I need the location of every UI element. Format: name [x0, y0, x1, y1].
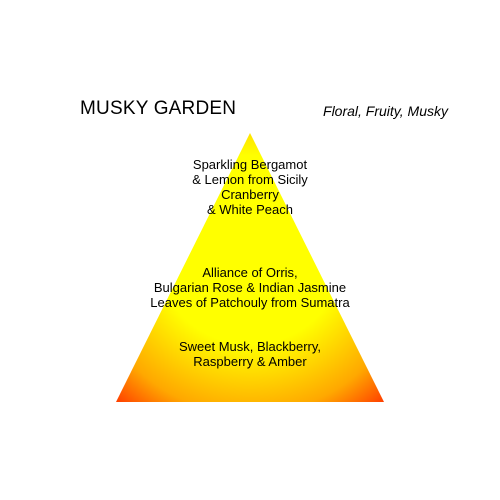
base-note-line: Raspberry & Amber	[193, 354, 307, 369]
top-note-line: Cranberry	[221, 187, 279, 202]
fragrance-title: MUSKY GARDEN	[80, 98, 237, 119]
base-note-line: Sweet Musk, Blackberry,	[178, 339, 322, 354]
base-notes: Sweet Musk, Blackberry, Raspberry & Ambe…	[100, 339, 400, 369]
top-notes: Sparkling Bergamot & Lemon from Sicily C…	[100, 157, 400, 217]
top-note-line: & White Peach	[207, 202, 293, 217]
top-note-line: Sparkling Bergamot	[192, 157, 308, 172]
top-note-line: & Lemon from Sicily	[192, 172, 308, 187]
heart-notes: Alliance of Orris, Bulgarian Rose & Indi…	[100, 265, 400, 310]
heart-note-line: Leaves of Patchouly from Sumatra	[150, 295, 350, 310]
fragrance-family: Floral, Fruity, Musky	[323, 103, 448, 119]
heart-note-line: Bulgarian Rose & Indian Jasmine	[153, 280, 347, 295]
heart-note-line: Alliance of Orris,	[202, 265, 298, 280]
pyramid-triangle	[116, 133, 384, 402]
